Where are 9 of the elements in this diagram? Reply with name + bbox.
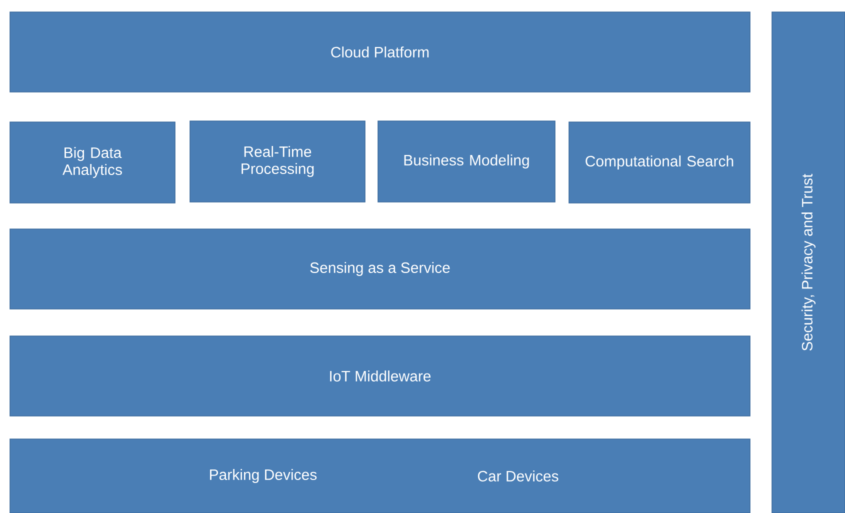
- layer-band: Cloud Platform: [10, 12, 750, 92]
- layer-band: Parking Devices Car Devices: [10, 438, 750, 513]
- module-box: Computational Search: [568, 122, 750, 204]
- module-box: Big Data Analytics: [10, 122, 176, 204]
- module-box: Real-Time Processing: [190, 120, 366, 202]
- module-box: Business Modeling: [378, 120, 556, 202]
- layer-band: Security, Privacy and Trust: [772, 12, 845, 513]
- layer-band: Sensing as a Service: [10, 228, 750, 310]
- layer-band: IoT Middleware: [10, 336, 750, 416]
